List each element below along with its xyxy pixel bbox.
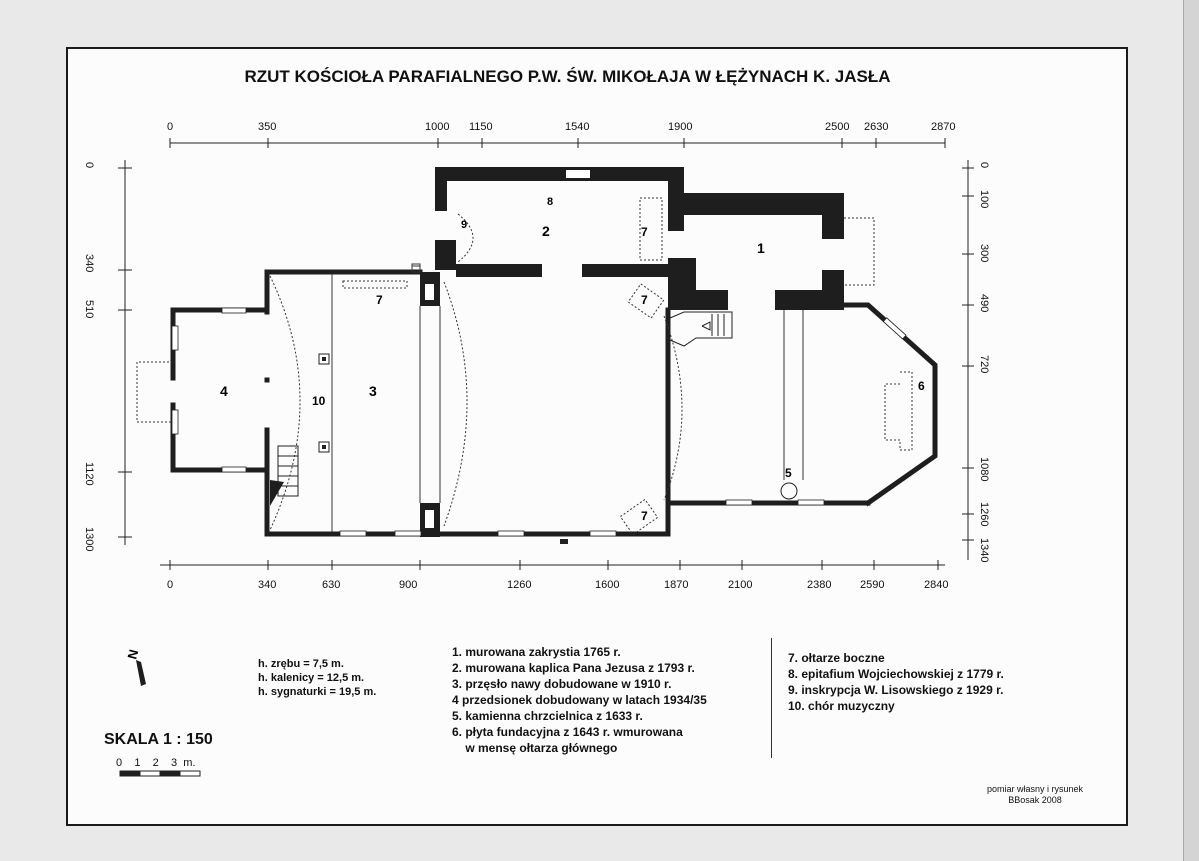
left-ruler-0: 0	[83, 162, 95, 169]
room-label-7d: 7	[641, 509, 648, 523]
left-ruler-510: 510	[83, 300, 95, 319]
room-label-1: 1	[757, 240, 765, 256]
top-ruler-350: 350	[258, 121, 277, 133]
bottom-ruler-2100: 2100	[728, 579, 753, 591]
legend-item: 1. murowana zakrystia 1765 r.	[452, 645, 621, 659]
legend-item: 9. inskrypcja W. Lisowskiego z 1929 r.	[788, 683, 1004, 697]
scale-title: SKALA 1 : 150	[104, 731, 213, 748]
room-label-10: 10	[312, 394, 326, 408]
bottom-ruler-630: 630	[322, 579, 341, 591]
bottom-ruler-2840: 2840	[924, 579, 949, 591]
right-ruler-100: 100	[978, 190, 990, 209]
room-label-4: 4	[220, 383, 228, 399]
left-ruler-340: 340	[83, 254, 95, 273]
credit: pomiar własny i rysunek BBosak 2008	[985, 784, 1085, 806]
legend-divider	[771, 638, 772, 758]
legend-right: 7. ołtarze boczne 8. epitafium Wojciecho…	[788, 650, 1004, 714]
heights-block: h. zrębu = 7,5 m. h. kalenicy = 12,5 m. …	[258, 657, 376, 699]
legend-item: 5. kamienna chrzcielnica z 1633 r.	[452, 709, 643, 723]
top-ruler-1150: 1150	[469, 121, 493, 133]
height-line: h. sygnaturki = 19,5 m.	[258, 686, 377, 698]
room-label-9: 9	[461, 219, 467, 231]
top-ruler-2500: 2500	[825, 121, 850, 133]
height-line: h. kalenicy = 12,5 m.	[258, 672, 365, 684]
legend-item: 7. ołtarze boczne	[788, 651, 885, 665]
scale-numbers: 0 1 2 3 m.	[116, 757, 196, 769]
room-label-2: 2	[542, 223, 550, 239]
top-ruler-1000: 1000	[425, 121, 450, 133]
legend-item: 10. chór muzyczny	[788, 699, 895, 713]
right-ruler-1260: 1260	[978, 502, 990, 527]
bottom-ruler-1870: 1870	[664, 579, 689, 591]
height-line: h. zrębu = 7,5 m.	[258, 658, 344, 670]
legend-item: 4 przedsionek dobudowany w latach 1934/3…	[452, 693, 707, 707]
top-ruler-2870: 2870	[931, 121, 956, 133]
bottom-ruler-900: 900	[399, 579, 418, 591]
right-ruler-0: 0	[978, 162, 990, 169]
credit-line: BBosak 2008	[1008, 795, 1062, 805]
legend-item: 3. przęsło nawy dobudowane w 1910 r.	[452, 677, 672, 691]
room-label-7c: 7	[641, 293, 648, 307]
bottom-ruler-1260: 1260	[507, 579, 532, 591]
room-label-7a: 7	[376, 293, 383, 307]
bottom-ruler-1600: 1600	[595, 579, 620, 591]
left-ruler-1300: 1300	[83, 527, 95, 552]
legend-item: 8. epitafium Wojciechowskiej z 1779 r.	[788, 667, 1004, 681]
room-label-3: 3	[369, 383, 377, 399]
right-ruler-300: 300	[978, 244, 990, 263]
left-ruler-1120: 1120	[83, 462, 95, 486]
legend-item: 2. murowana kaplica Pana Jezusa z 1793 r…	[452, 661, 695, 675]
credit-line: pomiar własny i rysunek	[986, 784, 1084, 794]
room-label-5: 5	[785, 466, 792, 480]
bottom-ruler-2380: 2380	[807, 579, 832, 591]
right-ruler-1340: 1340	[978, 538, 990, 563]
legend-left: 1. murowana zakrystia 1765 r. 2. murowan…	[452, 644, 707, 756]
right-ruler-1080: 1080	[978, 457, 990, 482]
drawing-title: RZUT KOŚCIOŁA PARAFIALNEGO P.W. ŚW. MIKO…	[244, 67, 891, 86]
room-label-8: 8	[547, 196, 553, 208]
top-ruler-2630: 2630	[864, 121, 889, 133]
room-label-6: 6	[918, 379, 925, 393]
top-ruler-1900: 1900	[668, 121, 693, 133]
bottom-ruler-0: 0	[167, 579, 174, 591]
scanner-edge	[1183, 0, 1199, 861]
right-ruler-490: 490	[978, 294, 990, 313]
room-label-7b: 7	[641, 225, 648, 239]
right-ruler-720: 720	[978, 355, 990, 374]
north-label: N	[124, 648, 141, 661]
bottom-ruler-2590: 2590	[860, 579, 885, 591]
bottom-ruler-340: 340	[258, 579, 277, 591]
legend-item: 6. płyta fundacyjna z 1643 r. wmurowana	[452, 725, 683, 739]
top-ruler-0: 0	[167, 121, 174, 133]
top-ruler-1540: 1540	[565, 121, 590, 133]
legend-item: w mensę ołtarza głównego	[452, 741, 618, 755]
